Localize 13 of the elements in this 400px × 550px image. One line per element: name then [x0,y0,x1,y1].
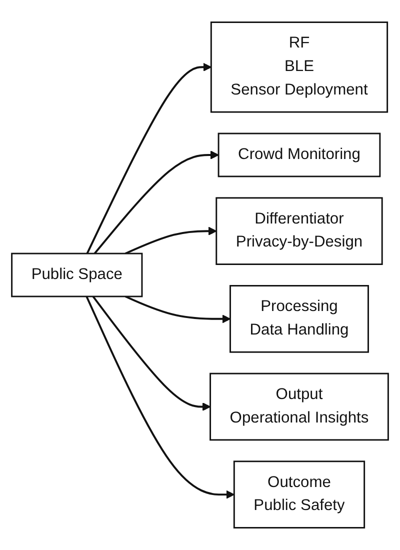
node-box: Outcome Public Safety [233,460,366,528]
node-box: RF BLE Sensor Deployment [210,22,388,113]
arrow [92,296,211,412]
arrow [125,296,231,324]
arrow [86,62,212,254]
node-box: Output Operational Insights [210,372,389,441]
arrow [125,226,217,254]
node-box: Crowd Monitoring [218,132,381,178]
node-box: Public Space [11,252,143,298]
arrow [86,296,235,499]
arrow [94,150,219,254]
node-box: Differentiator Privacy-by-Design [216,197,383,265]
node-box: Processing Data Handling [230,285,369,353]
